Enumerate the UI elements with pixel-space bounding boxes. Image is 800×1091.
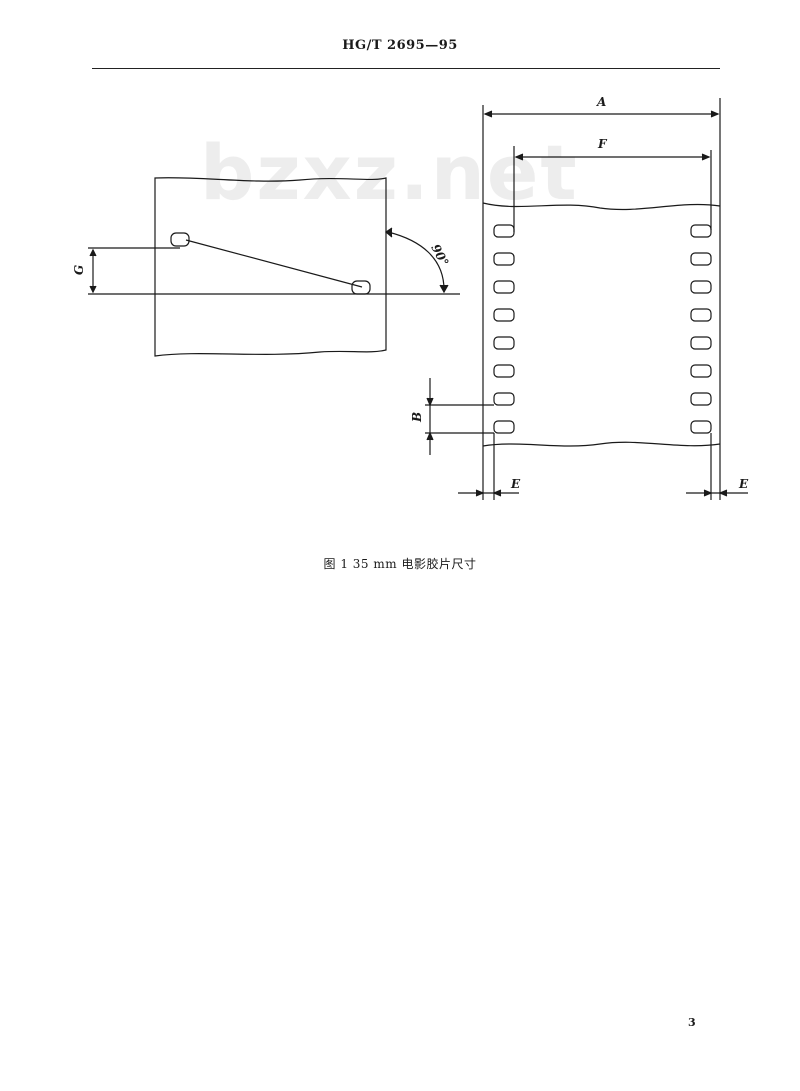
e-left-arrow-a (475, 489, 485, 497)
figure-caption: 图 1 35 mm 电影胶片尺寸 (323, 557, 477, 571)
film-top-edge (482, 202, 721, 211)
left-perforation-1 (170, 232, 190, 247)
right-film-drawing (425, 98, 748, 500)
film-bottom-edge (482, 441, 721, 447)
a-arrow-left (483, 110, 493, 118)
g-arrow-top (89, 248, 97, 257)
header-rule (92, 68, 720, 69)
a-arrow-right (710, 110, 720, 118)
right-perforations (690, 224, 712, 434)
label-a: A (596, 95, 606, 109)
f-arrow-right (701, 153, 711, 161)
page-header: HG/T 2695—95 (342, 38, 458, 53)
page-number: 3 (688, 1016, 696, 1029)
left-film-drawing (88, 177, 460, 357)
label-g: G (72, 265, 86, 275)
f-arrow-left (514, 153, 524, 161)
g-arrow-bottom (89, 285, 97, 294)
e-right-arrow-b (718, 489, 728, 497)
e-left-arrow-b (492, 489, 502, 497)
skew-line (185, 239, 363, 288)
label-b: B (410, 412, 424, 423)
left-film-outline (154, 177, 387, 357)
b-arrow-top (426, 397, 434, 407)
e-right-arrow-a (703, 489, 713, 497)
angle-arrow-top (384, 227, 393, 238)
angle-arrow-bottom (439, 284, 449, 294)
b-arrow-bottom (426, 431, 434, 441)
label-e-left: E (510, 477, 521, 491)
left-perforations (493, 224, 515, 434)
left-perforation-2 (351, 280, 371, 295)
angle-arc (387, 231, 445, 293)
label-e-right: E (738, 477, 749, 491)
label-f: F (597, 137, 608, 151)
film-dimension-figure: A F G B E E 90° (72, 95, 749, 500)
